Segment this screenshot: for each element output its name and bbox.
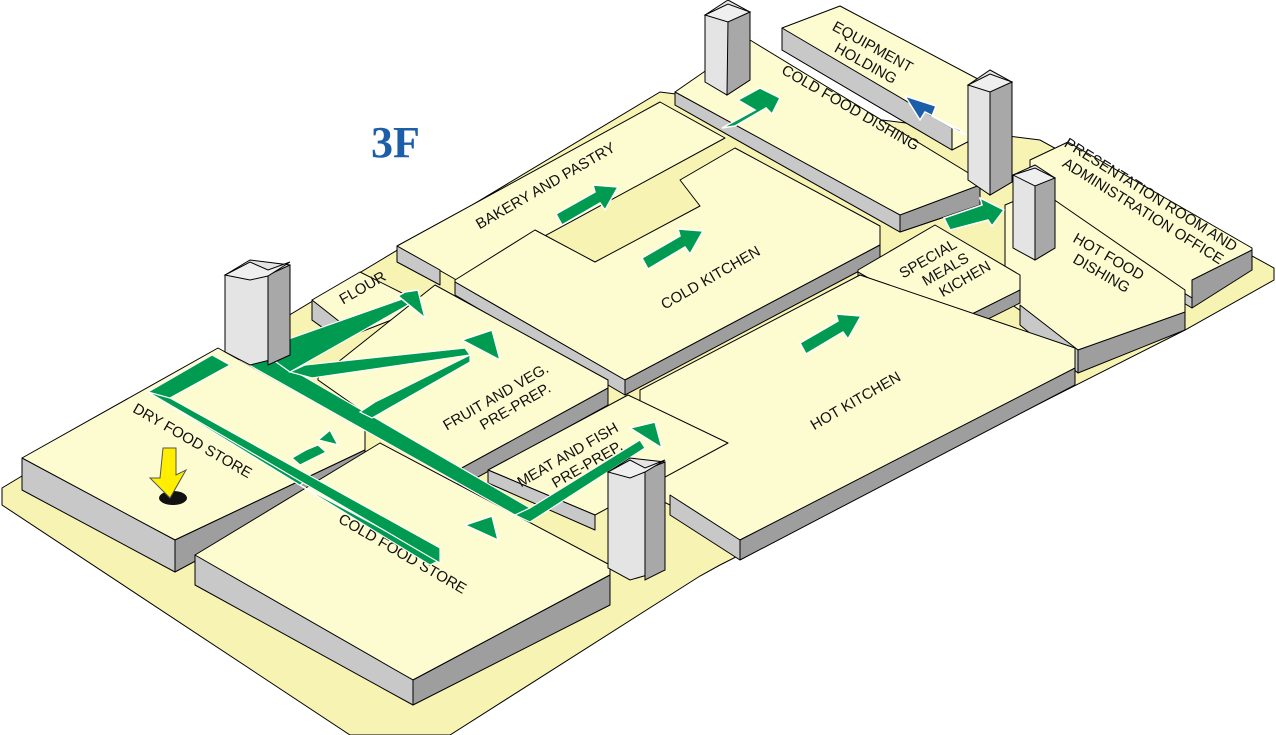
svg-text:SPECIAL MEALS KICH: SPECIAL MEALS KICHEN [896, 227, 993, 314]
room-cold-kitchen: COLD KITCHEN [454, 147, 881, 396]
yellow-down-arrow-icon [148, 447, 188, 505]
flow-arrows [316, 87, 1006, 542]
blue-arrow-icon [903, 94, 966, 136]
flow-arrow-cold-kitchen [640, 228, 705, 271]
flow-arrow-dry-to-cold [316, 428, 340, 447]
flow-arrow-special-to-hot-dishing [942, 196, 1006, 231]
lift-shaft-3 [1011, 164, 1057, 261]
flow-arrow-cold-food-dishing [721, 87, 782, 129]
flow-arrow-fruit-veg [460, 329, 502, 362]
lift-shaft-2 [966, 69, 1014, 196]
lift-shaft-1 [703, 0, 752, 96]
floor-title: 3F [371, 118, 420, 167]
flow-arrow-meat-fish [628, 421, 664, 450]
lift-shaft-5 [606, 457, 666, 581]
flow-arrow-bakery [554, 184, 620, 227]
flow-arrow-cold-food-store [462, 515, 500, 542]
room-meat-fish: MEAT AND FISH PRE-PREP. [487, 394, 729, 531]
flow-arrow-flour [396, 289, 427, 321]
room-equipment-holding: EQUIPMENT HOLDING [781, 5, 1011, 151]
lift-shaft-4 [223, 259, 291, 366]
room-hot-kitchen: HOT KITCHEN [639, 274, 1076, 561]
room-cold-food-store: COLD FOOD STORE [194, 442, 611, 706]
flow-arrow-hot-kitchen [798, 313, 863, 356]
